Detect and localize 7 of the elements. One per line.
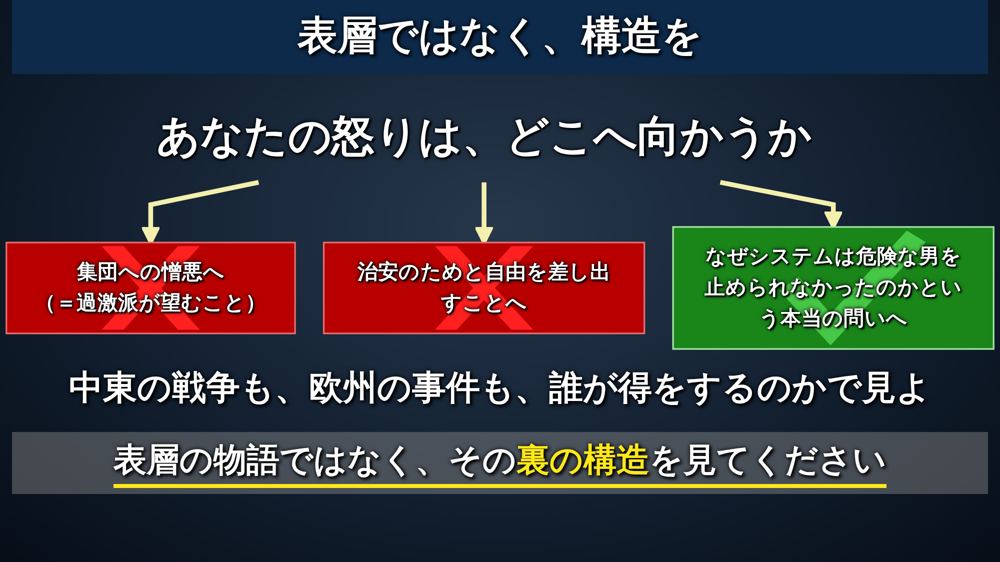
node-box: なぜシステムは危険な男を止められなかったのかという本当の問いへ [672,226,994,350]
subheading: 中東の戦争も、欧州の事件も、誰が得をするのかで見よ [69,367,931,410]
node-text: あなたの怒りは、どこへ向かうか [156,110,812,161]
node-box: 治安のためと自由を差し出すことへ [322,242,646,334]
node-box: 集団への憎悪へ （＝過激派が望むこと） [6,242,296,334]
title: 表層ではなく、構造を [298,12,702,60]
banner-text: 表層の物語ではなく、その裏の構造を見てください [114,440,886,488]
